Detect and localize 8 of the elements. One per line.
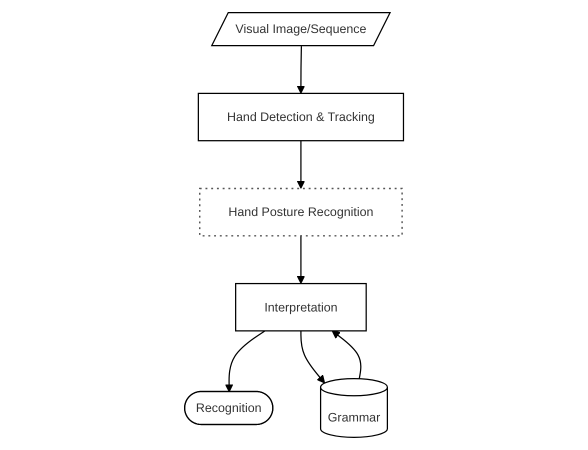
arrow xyxy=(332,330,362,379)
arrow xyxy=(296,140,306,189)
arrow xyxy=(300,330,326,384)
node-box: Hand Detection & Tracking xyxy=(198,92,404,142)
node-box: Interpretation xyxy=(234,282,367,332)
arrow xyxy=(224,330,266,392)
arrow xyxy=(296,236,306,284)
arrow xyxy=(296,46,306,94)
